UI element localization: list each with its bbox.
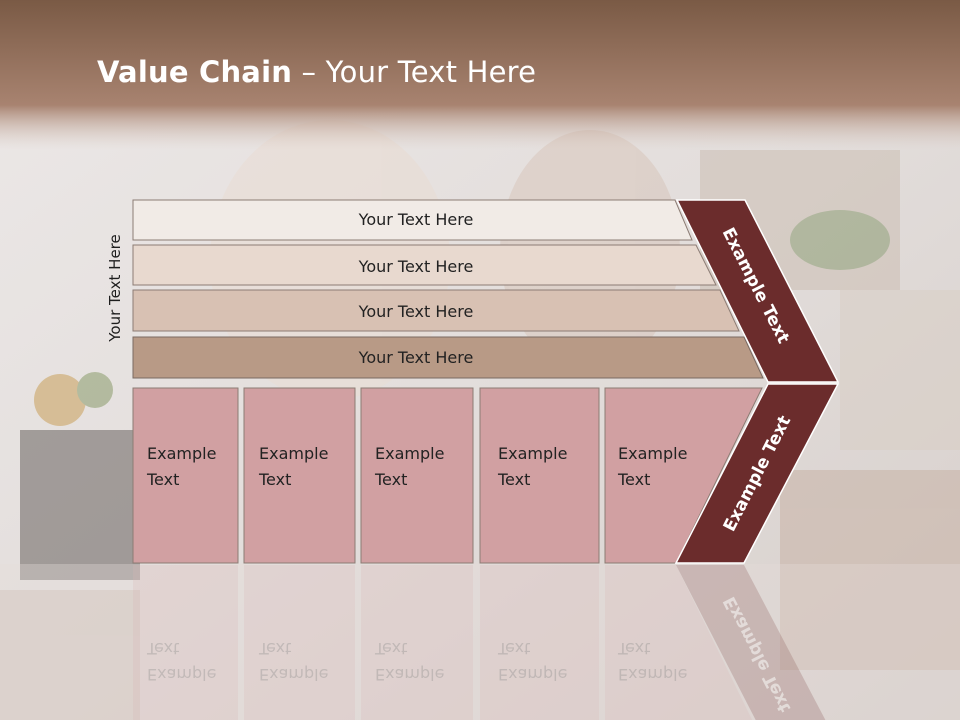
column-2-line-1: Example: [259, 444, 328, 463]
svg-text:Text: Text: [374, 639, 407, 658]
column-5-line-1: Example: [618, 444, 687, 463]
svg-text:Text: Text: [258, 639, 291, 658]
column-3-line-1: Example: [375, 444, 444, 463]
slide-title-rest: – Your Text Here: [292, 55, 537, 89]
column-3-line-2: Text: [374, 470, 407, 489]
column-2: [243, 387, 356, 564]
chevron-bottom: [674, 383, 840, 564]
svg-text:Example: Example: [618, 665, 687, 684]
support-bars: Your Text Here Your Text Here Your Text …: [132, 199, 764, 379]
svg-text:Text: Text: [497, 639, 530, 658]
support-bar-4: [132, 336, 764, 379]
support-bar-1: [132, 199, 693, 241]
svg-text:Example: Example: [375, 665, 444, 684]
support-bar-4-label: Your Text Here: [358, 348, 474, 367]
svg-text:Example: Example: [259, 665, 328, 684]
column-4: [479, 387, 600, 564]
column-4-line-2: Text: [497, 470, 530, 489]
column-1-line-1: Example: [147, 444, 216, 463]
column-1-line-2: Text: [146, 470, 179, 489]
slide-title: Value Chain – Your Text Here: [97, 55, 536, 89]
column-2-line-2: Text: [258, 470, 291, 489]
support-bar-2: [132, 244, 717, 286]
support-bar-3: [132, 289, 740, 332]
primary-columns: Example Text Example Text Example Text E…: [132, 387, 763, 564]
svg-text:Example: Example: [147, 665, 216, 684]
reflection-fade: [0, 564, 960, 720]
chevron-top: [675, 199, 840, 383]
svg-text:Text: Text: [617, 639, 650, 658]
svg-text:Text: Text: [146, 639, 179, 658]
svg-text:Example: Example: [498, 665, 567, 684]
support-bar-2-label: Your Text Here: [358, 257, 474, 276]
side-label: Your Text Here: [106, 234, 124, 342]
support-bar-3-label: Your Text Here: [358, 302, 474, 321]
slide-title-bold: Value Chain: [97, 55, 293, 89]
column-5-line-2: Text: [617, 470, 650, 489]
header-band: [0, 0, 960, 150]
column-4-line-1: Example: [498, 444, 567, 463]
column-1: [132, 387, 239, 564]
column-3: [360, 387, 474, 564]
support-bar-1-label: Your Text Here: [358, 210, 474, 229]
